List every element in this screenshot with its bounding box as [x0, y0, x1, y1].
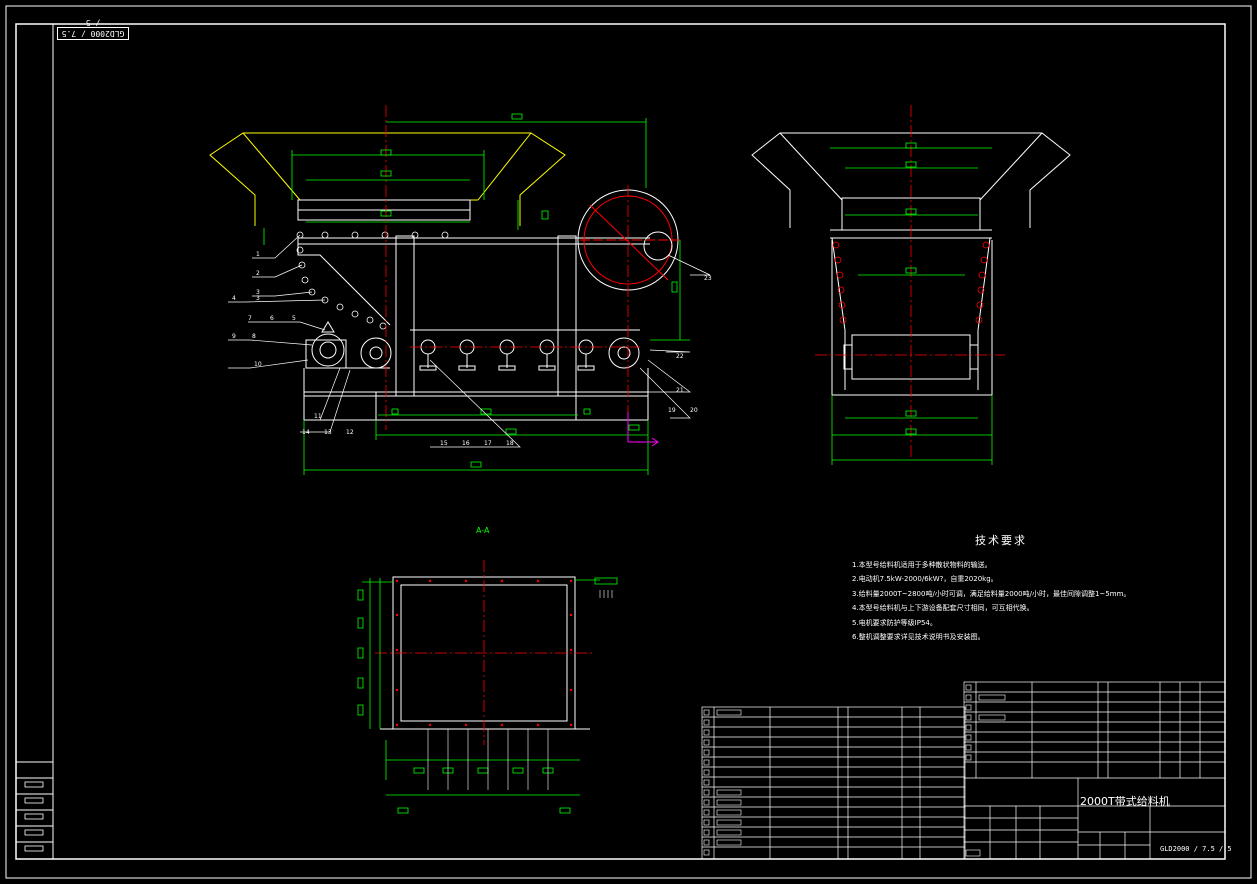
requirement-item: 6.整机调整要求详见技术说明书及安装图。 — [852, 633, 985, 642]
front-chute — [297, 199, 650, 326]
part-label: 14 — [302, 429, 310, 436]
front-dimensions — [263, 118, 690, 475]
table-row-boxes — [703, 684, 1006, 857]
drive-unit — [305, 321, 640, 369]
part-label: 3 — [256, 289, 260, 296]
ucs-icon — [627, 412, 659, 447]
part-label: 16 — [462, 440, 470, 447]
part-label: 10 — [254, 361, 262, 368]
requirement-item: 2.电动机7.5kW-2000/6kW?，自重2020kg。 — [852, 575, 998, 584]
front-leaders — [228, 234, 711, 448]
part-label: 9 — [232, 333, 236, 340]
front-hopper — [209, 132, 566, 226]
requirement-item: 3.给料量2000T~2800吨/小时可调，满足给料量2000吨/小时，最佳间隙… — [852, 589, 1131, 598]
part-label: 17 — [484, 440, 492, 447]
sheet-border — [5, 5, 1252, 879]
technical-requirements-list: 1.本型号给料机适用于多种散状物料的输送。 2.电动机7.5kW-2000/6k… — [852, 558, 1130, 644]
part-label: 5 — [292, 315, 296, 322]
requirement-item: 1.本型号给料机适用于多种散状物料的输送。 — [852, 561, 992, 569]
part-label: 3 — [256, 295, 260, 302]
part-label: 7 — [248, 315, 252, 322]
chain-rollers — [296, 231, 449, 330]
part-label: 4 — [232, 295, 236, 302]
side-view — [751, 105, 1071, 465]
part-label: 19 — [668, 407, 676, 414]
part-label: 22 — [676, 353, 684, 360]
requirement-item: 5.电机要求防护等级IP54。 — [852, 618, 937, 627]
technical-requirements-title: 技术要求 — [975, 534, 1027, 547]
parts-list-table — [701, 681, 1226, 860]
part-label: 12 — [346, 429, 354, 436]
part-label: 6 — [270, 315, 274, 322]
part-label: 20 — [690, 407, 698, 414]
part-label: 13 — [324, 429, 332, 436]
drawing-code-corner: GLD2000 / 7.5 / 5 — [57, 18, 129, 40]
title-block-code: GLD2000 / 7.5 / 5 — [1160, 845, 1232, 853]
drum-wheel — [577, 189, 680, 291]
front-part-labels: 1 2 3 4 3 5 6 7 8 9 10 11 12 13 14 15 16… — [232, 251, 712, 447]
front-centerlines — [385, 105, 640, 440]
part-label: 21 — [676, 387, 684, 394]
left-strip-boxes — [24, 781, 44, 852]
part-label: 11 — [314, 413, 322, 420]
front-dim-boxes — [380, 113, 678, 468]
section-label: A-A — [476, 526, 490, 535]
part-label: 15 — [440, 440, 448, 447]
part-label: 8 — [252, 333, 256, 340]
part-label: 2 — [256, 270, 260, 277]
part-label: 23 — [704, 275, 712, 282]
machine-name: 2000T带式给料机 — [1080, 795, 1170, 808]
front-frame — [303, 235, 649, 421]
idler-rollers — [419, 339, 595, 371]
part-label: 1 — [256, 251, 260, 258]
requirement-item: 4.本型号给料机与上下游设备配套尺寸相同，可互相代换。 — [852, 604, 1034, 613]
part-label: 18 — [506, 440, 514, 447]
front-view — [209, 105, 711, 475]
section-aa-view — [357, 560, 618, 814]
